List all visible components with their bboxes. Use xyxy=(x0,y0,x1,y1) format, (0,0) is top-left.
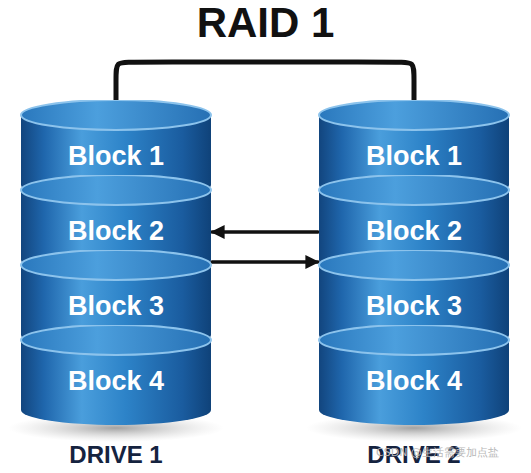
diagram-title: RAID 1 xyxy=(0,0,531,48)
disk-block: Block 4 xyxy=(318,325,510,425)
disk-block: Block 4 xyxy=(20,325,212,425)
sync-arrow xyxy=(212,260,318,264)
block-label: Block 4 xyxy=(20,363,212,399)
drive-stack: Block 1Block 2Block 3Block 4DRIVE 1 xyxy=(20,100,212,470)
block-label: Block 3 xyxy=(318,288,510,324)
cylinder-top xyxy=(21,175,211,205)
watermark: CSDN @生活需要加点盐 xyxy=(376,446,499,460)
block-label: Block 2 xyxy=(20,213,212,249)
block-label: Block 1 xyxy=(318,138,510,174)
sync-arrow xyxy=(212,230,318,234)
drive-label: DRIVE 1 xyxy=(0,440,232,470)
block-label: Block 2 xyxy=(318,213,510,249)
cylinder-top xyxy=(319,100,509,130)
cylinder-top xyxy=(21,250,211,280)
block-label: Block 4 xyxy=(318,363,510,399)
cylinder-top xyxy=(21,325,211,355)
cylinder-top xyxy=(319,250,509,280)
cylinder-top xyxy=(319,175,509,205)
drive-stack: Block 1Block 2Block 3Block 4DRIVE 2 xyxy=(318,100,510,470)
cylinder-top xyxy=(21,100,211,130)
block-label: Block 1 xyxy=(20,138,212,174)
block-label: Block 3 xyxy=(20,288,212,324)
cylinder-top xyxy=(319,325,509,355)
